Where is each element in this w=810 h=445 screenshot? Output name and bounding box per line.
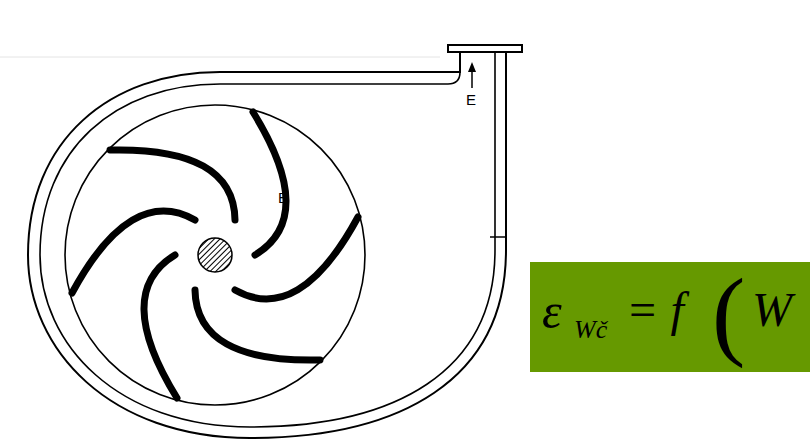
formula-text: ( (712, 264, 745, 364)
formula-box: εWč = f (W (530, 262, 810, 372)
volute-inner-wall (40, 52, 495, 427)
impeller-blades (72, 112, 358, 398)
part-label: B (278, 190, 288, 205)
outlet-flange (448, 45, 522, 52)
shaft-hub (198, 238, 232, 272)
volute-casing (28, 52, 506, 438)
formula-text: ε (542, 286, 562, 336)
formula-text: W (752, 286, 792, 334)
tick-mark (490, 236, 506, 238)
impeller-rim (65, 105, 365, 405)
flow-arrow-head (468, 62, 476, 72)
part-label: E (466, 92, 476, 107)
formula-text: Wč (574, 317, 607, 343)
slide-rule (0, 57, 440, 58)
formula-text: = f (626, 286, 684, 334)
